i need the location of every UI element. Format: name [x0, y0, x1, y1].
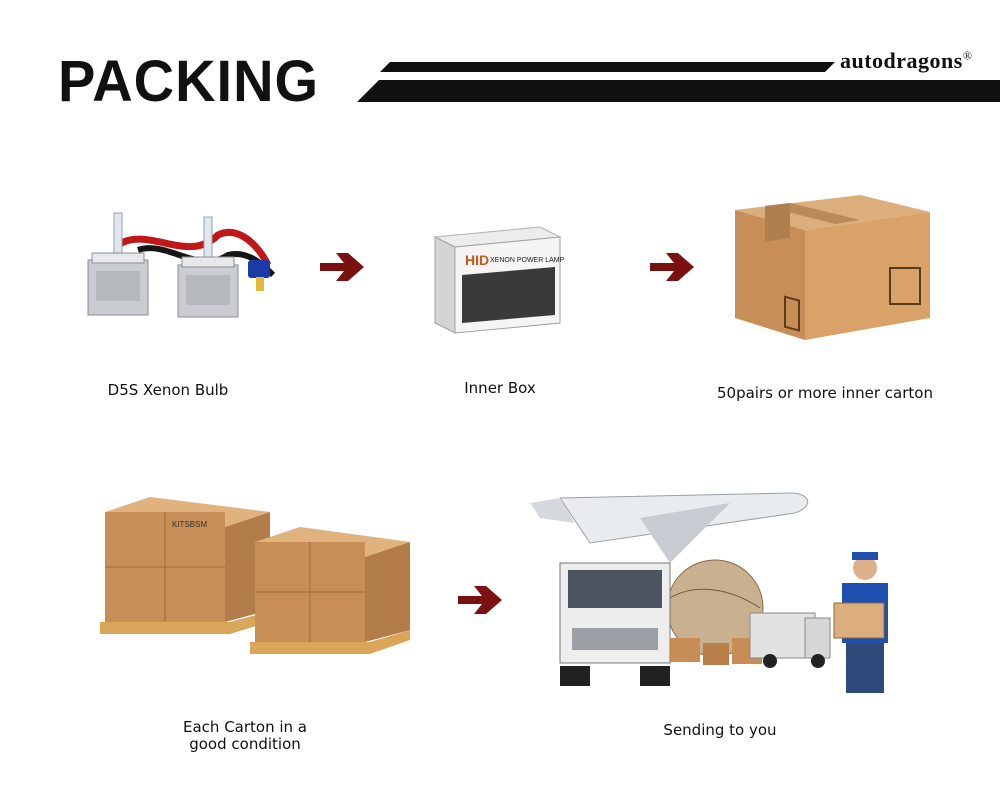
arrow-right-icon [320, 253, 364, 281]
carton-box-image [735, 195, 930, 340]
caption-xenon-bulb: D5S Xenon Bulb [107, 381, 229, 399]
caption-pallets: Each Carton in a good condition [160, 719, 330, 753]
xenon-bulb-image [87, 212, 276, 318]
arrow-right-icon [458, 586, 502, 614]
page-title: PACKING [58, 47, 320, 114]
caption-inner-box: Inner Box [464, 379, 536, 397]
header-stripe-thick [357, 80, 1000, 102]
carton-brand: KITSBSM [172, 520, 207, 529]
registered-mark: ® [962, 48, 973, 63]
caption-sending: Sending to you [663, 721, 777, 739]
brand-name: autodragons [840, 48, 963, 73]
pallet-cartons-image: KITSBSM [100, 497, 410, 654]
inner-box-logo: HID [465, 252, 489, 268]
caption-pallets-line2: good condition [189, 735, 301, 753]
inner-box-image: HID XENON POWER LAMP [433, 226, 565, 334]
caption-pallets-line1: Each Carton in a [183, 718, 307, 736]
arrow-right-icon [650, 253, 694, 281]
shipping-image [530, 492, 888, 693]
header-stripe-thin [380, 62, 835, 72]
brand-logo: autodragons® [840, 48, 972, 74]
caption-carton: 50pairs or more inner carton [717, 384, 933, 402]
inner-box-label: XENON POWER LAMP [490, 257, 565, 264]
